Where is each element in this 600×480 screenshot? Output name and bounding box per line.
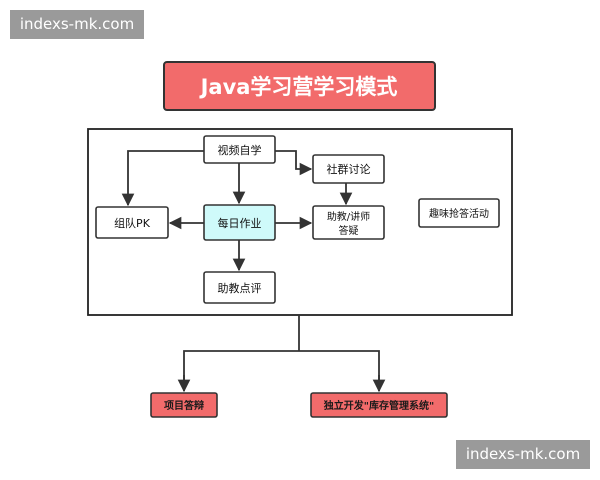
node-team-pk: 组队PK [95, 206, 169, 239]
edge-video-community [275, 150, 313, 176]
node-homework-label: 每日作业 [218, 216, 262, 230]
node-ta-qa-label-1: 助教/讲师 [327, 210, 370, 223]
node-community: 社群讨论 [312, 154, 385, 184]
title-text: Java学习营学习模式 [199, 75, 398, 99]
node-project-defense-label: 项目答辩 [164, 399, 204, 412]
edge-video-teampk [121, 150, 204, 207]
node-video-label: 视频自学 [218, 143, 262, 157]
edge-branch [183, 350, 380, 391]
node-ta-review: 助教点评 [203, 271, 276, 304]
node-fun-quiz: 趣味抢答活动 [418, 198, 500, 228]
watermark-top-left: indexs-mk.com [10, 10, 144, 39]
watermark-bottom-right: indexs-mk.com [456, 440, 590, 469]
node-independent-dev: 独立开发"库存管理系统" [310, 392, 448, 418]
node-video: 视频自学 [203, 135, 276, 164]
node-ta-review-label: 助教点评 [218, 281, 262, 295]
main-frame [87, 128, 513, 316]
node-fun-quiz-label: 趣味抢答活动 [429, 207, 489, 220]
node-community-label: 社群讨论 [327, 162, 371, 176]
node-project-defense: 项目答辩 [150, 392, 218, 418]
node-team-pk-label: 组队PK [114, 216, 151, 230]
node-independent-dev-label: 独立开发"库存管理系统" [324, 399, 434, 412]
node-homework: 每日作业 [203, 204, 276, 241]
node-ta-qa: 助教/讲师 答疑 [312, 205, 385, 240]
node-ta-qa-label-2: 答疑 [339, 224, 359, 237]
title-banner: Java学习营学习模式 [163, 61, 436, 111]
